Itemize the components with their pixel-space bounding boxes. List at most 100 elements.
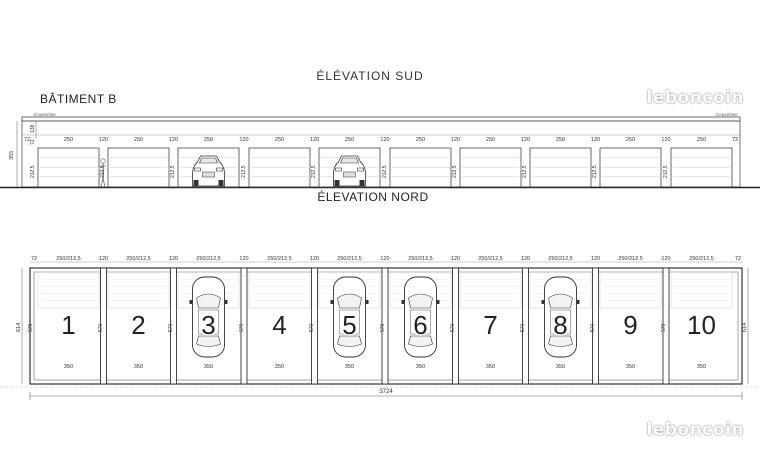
- plan-dim-label: 120: [169, 256, 178, 262]
- car-rear-window: [408, 335, 433, 347]
- car-wheel-right: [359, 180, 365, 186]
- bay-divider-wall: [311, 267, 318, 385]
- bay-divider-wall: [240, 267, 248, 385]
- door-swing-area: [248, 271, 311, 309]
- elevation-dim-label: 120: [591, 137, 600, 143]
- height-top-label: 138: [30, 124, 36, 133]
- elevation-wall: [21, 120, 741, 188]
- bay-depth-label: 570: [520, 323, 526, 332]
- total-depth-label-right: 614: [742, 323, 748, 332]
- bay-depth-label: 570: [661, 323, 667, 332]
- garage-door: 212,5: [452, 147, 522, 188]
- car-windshield: [548, 293, 573, 309]
- car-roof: [198, 309, 219, 335]
- garage-door: 212,5: [663, 147, 733, 188]
- bay-number: 2: [131, 310, 145, 340]
- garage-door-frame: [459, 147, 522, 188]
- car-wheel-right: [218, 180, 224, 186]
- person-leg-left: [100, 177, 104, 188]
- elevation-dim-label: 250: [134, 137, 143, 143]
- car-top-view: [189, 276, 228, 358]
- car-mirror-left: [330, 300, 334, 304]
- car-windshield: [408, 293, 433, 309]
- car-mirror-left: [401, 300, 405, 304]
- bay-depth-label: 570: [380, 323, 386, 332]
- car-mirror-left: [189, 300, 193, 304]
- bay-depth-label: 570: [309, 323, 315, 332]
- elevation-dim-label: 120: [380, 137, 389, 143]
- elevation-dim-label: 250: [626, 137, 635, 143]
- bay-width-label: 350: [626, 364, 635, 370]
- plan-dim-label: 120: [239, 256, 248, 262]
- person-figure: [100, 158, 106, 188]
- bay-depth-label: 570: [168, 323, 174, 332]
- elevation-dim-label: 120: [661, 137, 670, 143]
- door-height-label: 212,5: [30, 165, 36, 178]
- north-elevation-title: ÉLEVATION NORD: [317, 189, 428, 204]
- garage-door-frame: [318, 147, 381, 188]
- watermark-top: leboncoin: [646, 88, 744, 108]
- car-body: [192, 155, 225, 187]
- garage-door: 212,5: [592, 147, 662, 188]
- elevation-dim-label: 250: [64, 137, 73, 143]
- door-height-label: 212,5: [382, 165, 388, 178]
- bay-divider-wall: [381, 267, 389, 385]
- garage-door-frame: [248, 147, 311, 188]
- elevation-dim-label: 250: [345, 137, 354, 143]
- person-leg-right: [102, 177, 106, 188]
- garage-door-frame: [107, 147, 170, 188]
- bay-number: 4: [272, 310, 286, 340]
- elevation-dim-label: 72: [732, 137, 738, 143]
- garage-door: 212,5: [522, 147, 592, 188]
- door-swing-area: [459, 271, 522, 309]
- bay-number: 1: [61, 310, 75, 340]
- garage-door-frame: [177, 147, 240, 188]
- car-mirror-left: [541, 300, 545, 304]
- plan-dim-label: 250/212,5: [267, 256, 291, 262]
- plan-dim-label: 250/212,5: [337, 256, 361, 262]
- elevation-dim-label: 120: [239, 137, 248, 143]
- garage-door-frame: [529, 147, 592, 188]
- car-body: [333, 155, 366, 187]
- car-front-view: [192, 155, 225, 187]
- bay-width-label: 350: [134, 364, 143, 370]
- total-width-label: 3724: [379, 389, 393, 395]
- plan-dim-label: 120: [591, 256, 600, 262]
- coping-label-right: Couvertine: [716, 112, 738, 117]
- car-headlight-left: [335, 167, 342, 172]
- plan-dim-label: 250/212,5: [126, 256, 150, 262]
- garage-door: 212,5: [241, 147, 311, 188]
- car-roof: [550, 309, 571, 335]
- bay-number: 10: [687, 310, 716, 340]
- car-windshield: [340, 157, 359, 164]
- bay-width-label: 350: [486, 364, 495, 370]
- bay-width-label: 350: [416, 364, 425, 370]
- door-height-label: 212,5: [311, 165, 317, 178]
- plan-dim-label: 120: [521, 256, 530, 262]
- plan-dim-label: 250/212,5: [56, 256, 80, 262]
- bay-depth-label: 570: [239, 323, 245, 332]
- door-height-label: 212,5: [241, 165, 247, 178]
- car-mirror-right: [224, 300, 228, 304]
- elevation-dim-label: 250: [556, 137, 565, 143]
- plan-dim-label: 250/212,5: [408, 256, 432, 262]
- bay-number: 7: [483, 310, 497, 340]
- elevation-dim-label: 72: [24, 137, 30, 143]
- bay-depth-label: 570: [28, 323, 34, 332]
- elevation-dim-label: 250: [697, 137, 706, 143]
- car-mirror-right: [576, 300, 580, 304]
- person-head: [100, 158, 106, 164]
- car-grille: [202, 171, 215, 178]
- plan-dim-label: 250/212,5: [618, 256, 642, 262]
- bay-number: 8: [553, 310, 567, 340]
- bay-depth-label: 570: [590, 323, 596, 332]
- car-rear-window: [196, 335, 221, 347]
- total-depth-label-left: 614: [16, 323, 22, 332]
- car-rear-window: [548, 335, 573, 347]
- plan-dim-label: 120: [661, 256, 670, 262]
- car-headlight-right: [216, 167, 223, 172]
